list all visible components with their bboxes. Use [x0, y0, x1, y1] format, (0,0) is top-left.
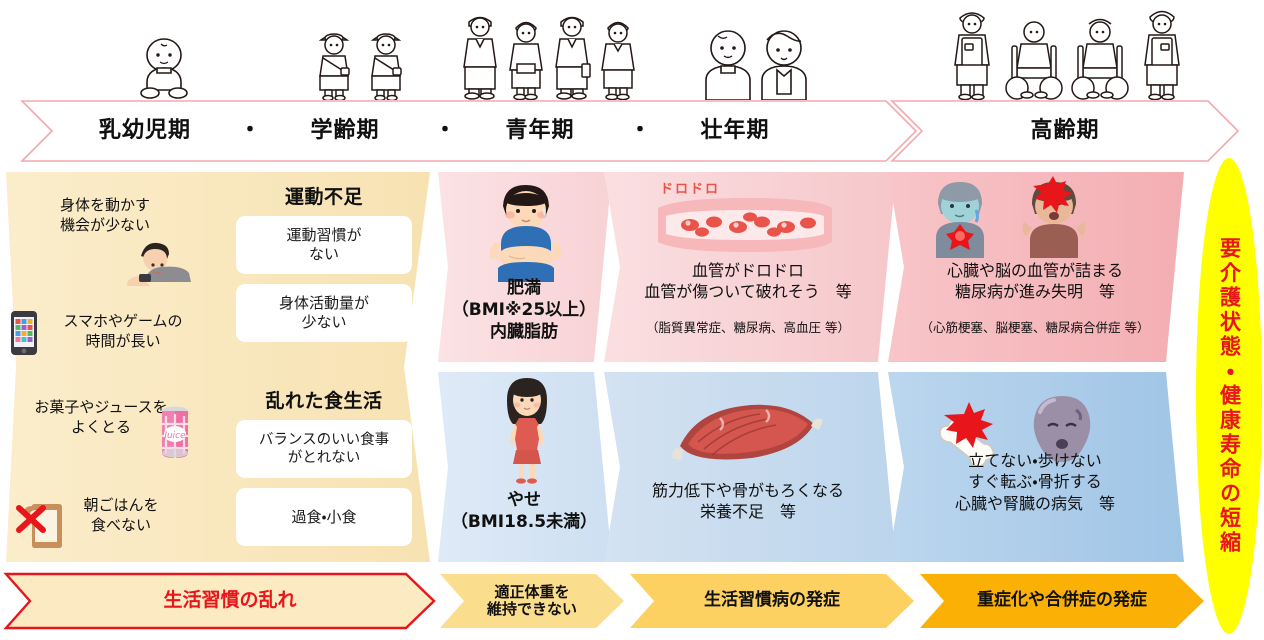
heart-pain-burst: [946, 224, 974, 250]
broken-bone-icon: [939, 402, 995, 466]
onset-lower-text: 筋力低下や骨がもろくなる 栄養不足 等: [651, 481, 844, 522]
progression-body: 身体を動かす 機会が少ない スマホやゲームの 時間が長い お菓子やジュースを よ…: [0, 168, 1264, 566]
stage-banner-right-chevron: [890, 100, 1240, 162]
suit-woman2-figure-icon: [601, 21, 635, 100]
stage-separator-3: ・: [628, 118, 651, 143]
stroke-person-icon: [1022, 176, 1086, 258]
weak-muscle-icon: [672, 404, 823, 460]
footer-step-1-shape: [3, 572, 436, 630]
schoolage-figure-group: [313, 24, 407, 100]
wheelchair-2-figure-icon: [1071, 18, 1129, 100]
suit-woman-figure-icon: [509, 21, 543, 100]
bread-crossed-icon: [16, 504, 62, 548]
clogged-vessel-caption: ドロドロ: [660, 182, 721, 197]
kidney-sad-icon: [1033, 396, 1091, 462]
youth-figure-group: [460, 8, 638, 100]
clogged-blood-vessel-icon: [658, 198, 832, 252]
child-lying-phone-icon: [126, 242, 191, 286]
schoolgirl-figure-icon: [318, 33, 350, 100]
stage-banner-left-chevron: [20, 100, 918, 162]
middleage-figure-group: [700, 26, 812, 100]
thin-woman-icon: [507, 378, 547, 484]
bone-break-burst: [944, 402, 993, 448]
infant-figure-group: [133, 34, 195, 100]
middle-woman-figure-icon: [761, 30, 807, 100]
footer-step-2-shape: [440, 574, 624, 628]
thin-blue-panel: [438, 372, 612, 562]
juice-can-icon: Juice: [162, 406, 188, 458]
svg-text:Juice: Juice: [162, 431, 186, 441]
figure-illustration-row: [0, 0, 1264, 100]
severe-lower-text: 立てない・歩けない すぐ転ぶ・骨折する 心臓や腎臓の病気 等: [954, 451, 1115, 513]
outcome-ellipse-shape: [1196, 158, 1262, 634]
outcome-label: 要介護状態・健康寿命の短縮: [1217, 236, 1242, 556]
suit-man-figure-icon: [463, 16, 497, 100]
lifestyle-cue-4-label: 朝ごはんを 食べない: [83, 496, 159, 534]
bone-shape: [939, 419, 995, 466]
stage-label-infant: 乳幼児期: [98, 118, 191, 143]
footer-step-2-label: 適正体重を 維持できない: [486, 582, 577, 618]
footer-step-4-shape: [920, 574, 1204, 628]
stage-label-schoolage: 学齢期: [310, 118, 380, 143]
obese-man-icon: [489, 185, 563, 282]
footer-step-3-shape: [630, 574, 914, 628]
elderly-figure-group: [946, 4, 1188, 100]
habit-group-2-title: 乱れた食生活: [265, 390, 383, 412]
onset-blue-panel: [604, 372, 896, 562]
wheelchair-1-figure-icon: [1005, 21, 1063, 100]
onset-upper-subtext: （脂質異常症、糖尿病、高血圧 等）: [646, 320, 850, 335]
severe-upper-subtext: （心筋梗塞、脳梗塞、糖尿病合併症 等）: [920, 320, 1150, 335]
onset-upper-text: 血管がドロドロ 血管が傷ついて破れそう 等: [644, 261, 852, 302]
lifestyle-cue-1-label: 身体を動かす 機会が少ない: [59, 196, 150, 234]
habit-box-2: 身体活動量が 少ない: [236, 284, 412, 342]
stage-label-elderly: 高齢期: [1030, 118, 1100, 143]
footer-step-4-label: 重症化や合併症の発症: [977, 590, 1147, 611]
stage-separator-2: ・: [433, 118, 456, 143]
schoolboy-figure-icon: [370, 33, 402, 100]
stage-separator-1: ・: [238, 118, 261, 143]
lifestyle-cue-2-label: スマホやゲームの 時間が長い: [63, 312, 183, 350]
progression-footer: 生活習慣の乱れ 適正体重を 維持できない 生活習慣病の発症 重症化や合併症の発症: [0, 572, 1264, 630]
caregiver-2-figure-icon: [1144, 10, 1180, 100]
footer-step-3-label: 生活習慣病の発症: [704, 590, 840, 611]
habit-box-4: 過食・小食: [236, 488, 412, 546]
stage-label-middleage: 壮年期: [700, 118, 770, 143]
life-stage-banner: 乳幼児期 ・ 学齢期 ・ 青年期 ・ 壮年期 高齢期: [0, 100, 1264, 162]
obese-label: 肥満 （BMI※25以上） 内臓脂肪: [451, 278, 597, 342]
habit-box-3: バランスのいい食事 がとれない: [236, 420, 412, 478]
heart-attack-person-icon: [936, 182, 984, 258]
suit-man2-figure-icon: [555, 16, 591, 100]
head-pain-burst: [1033, 176, 1072, 213]
thin-label: やせ （BMI18.5未満）: [450, 490, 598, 532]
baby-figure-icon: [140, 38, 188, 99]
severe-upper-text: 心臓や脳の血管が詰まる 糖尿病が進み失明 等: [946, 261, 1123, 302]
habit-group-1-title: 運動不足: [284, 186, 363, 208]
stage-label-youth: 青年期: [505, 118, 575, 143]
smartphone-icon: [11, 311, 37, 355]
middle-man-figure-icon: [705, 30, 751, 100]
caregiver-1-figure-icon: [954, 12, 990, 100]
footer-step-1-label: 生活習慣の乱れ: [163, 589, 297, 612]
habit-box-1: 運動習慣が ない: [236, 216, 412, 274]
lifestyle-cue-3-label: お菓子やジュースを よくとる: [34, 398, 168, 436]
